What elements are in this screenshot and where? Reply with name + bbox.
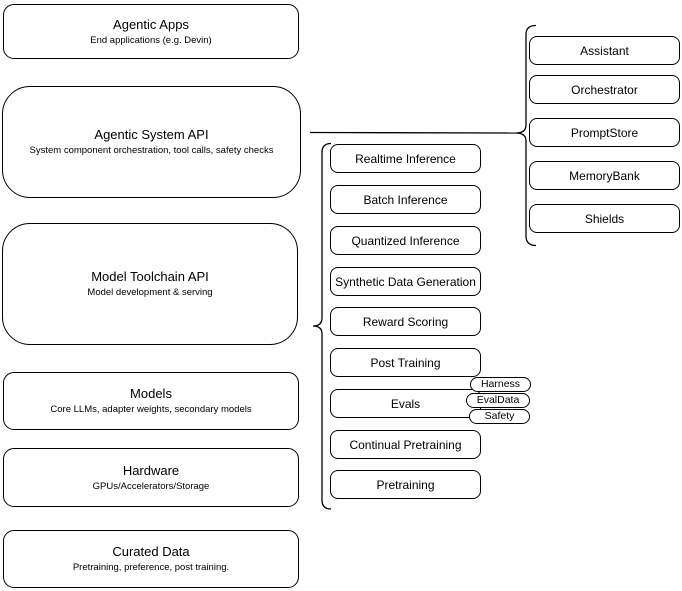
toolchain-item-label: Continual Pretraining — [349, 437, 462, 452]
toolchain-item-reward-scoring: Reward Scoring — [330, 307, 481, 336]
toolchain-item-label: Post Training — [370, 355, 441, 370]
evals-tag-label: Safety — [484, 410, 515, 423]
toolchain-item-label: Evals — [390, 396, 421, 411]
evals-tag-safety: Safety — [469, 409, 530, 424]
toolchain-item-label: Batch Inference — [363, 192, 448, 207]
system-api-connector-line — [309, 131, 517, 134]
box-title: Curated Data — [112, 544, 190, 559]
system-component-shields: Shields — [529, 204, 680, 233]
box-curated-data: Curated Data Pretraining, preference, po… — [3, 530, 299, 588]
box-model-toolchain-api: Model Toolchain API Model development & … — [2, 223, 298, 345]
box-title: Hardware — [122, 462, 180, 478]
system-component-label: Assistant — [580, 43, 629, 58]
box-hardware: Hardware GPUs/Accelerators/Storage — [3, 448, 299, 507]
toolchain-item-label: Quantized Inference — [351, 233, 460, 248]
toolchain-brace — [312, 142, 332, 510]
box-subtitle: End applications (e.g. Devin) — [90, 34, 212, 46]
toolchain-item-continual-pretraining: Continual Pretraining — [330, 430, 481, 459]
box-subtitle: Pretraining, preference, post training. — [72, 562, 230, 573]
box-agentic-apps: Agentic Apps End applications (e.g. Devi… — [3, 4, 299, 59]
toolchain-item-post-training: Post Training — [330, 348, 481, 377]
system-component-label: PromptStore — [570, 125, 639, 140]
box-subtitle: Core LLMs, adapter weights, secondary mo… — [50, 404, 252, 415]
evals-tag-label: EvalData — [476, 394, 520, 407]
toolchain-item-pretraining: Pretraining — [330, 470, 481, 499]
system-component-assistant: Assistant — [529, 36, 680, 65]
box-subtitle: Model development & serving — [87, 287, 213, 298]
evals-tag-harness: Harness — [470, 377, 531, 392]
box-subtitle: GPUs/Accelerators/Storage — [92, 480, 210, 492]
system-component-label: Shields — [584, 211, 625, 226]
toolchain-item-label: Reward Scoring — [362, 314, 449, 329]
toolchain-item-synthetic-data-generation: Synthetic Data Generation — [330, 267, 481, 296]
box-title: Model Toolchain API — [91, 269, 209, 284]
box-models: Models Core LLMs, adapter weights, secon… — [3, 372, 299, 430]
evals-tag-label: Harness — [480, 378, 521, 391]
box-subtitle: System component orchestration, tool cal… — [29, 145, 274, 156]
system-component-promptstore: PromptStore — [529, 118, 680, 147]
toolchain-item-evals: Evals — [330, 389, 481, 418]
box-title: Models — [130, 386, 172, 401]
evals-tag-evaldata: EvalData — [466, 393, 530, 408]
system-component-label: Orchestrator — [571, 82, 638, 97]
box-agentic-system-api: Agentic System API System component orch… — [2, 86, 301, 198]
toolchain-item-label: Synthetic Data Generation — [335, 274, 476, 289]
box-title: Agentic System API — [94, 127, 209, 142]
system-component-memorybank: MemoryBank — [529, 161, 680, 190]
toolchain-item-quantized-inference: Quantized Inference — [330, 226, 481, 255]
toolchain-item-realtime-inference: Realtime Inference — [330, 144, 481, 173]
toolchain-item-batch-inference: Batch Inference — [330, 185, 481, 214]
system-component-label: MemoryBank — [569, 168, 640, 183]
system-component-orchestrator: Orchestrator — [529, 75, 680, 104]
box-title: Agentic Apps — [113, 16, 189, 32]
toolchain-item-label: Realtime Inference — [355, 151, 456, 166]
toolchain-item-label: Pretraining — [376, 477, 435, 492]
